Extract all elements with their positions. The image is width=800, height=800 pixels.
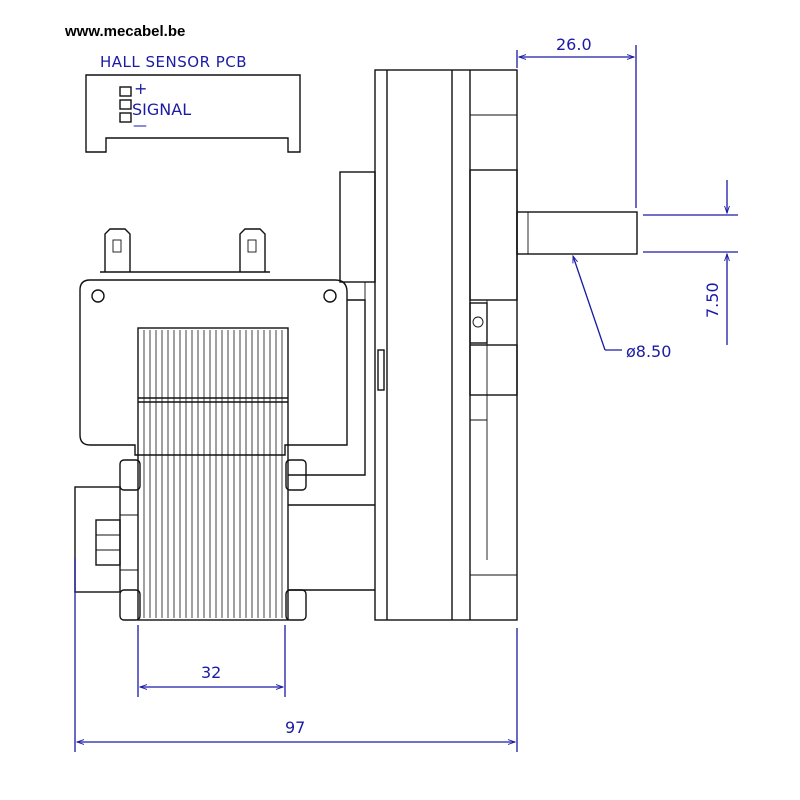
gearbox-tab (469, 344, 518, 396)
pcb-label-signal: SIGNAL (132, 100, 191, 119)
hall-pcb-outline (85, 74, 301, 153)
motor (74, 228, 375, 621)
hall-sensor-pcb: HALL SENSOR PCB + SIGNAL — (85, 53, 301, 153)
cover-hole-left (91, 289, 105, 303)
dim-flat-depth: 7.50 (643, 180, 738, 345)
gearbox (339, 69, 518, 621)
pcb-label-minus: — (133, 118, 147, 134)
dim-shaft-length-label: 26.0 (556, 35, 592, 54)
side-clamp (74, 486, 121, 593)
dim-coil-width: 32 (137, 625, 286, 697)
dim-shaft-diameter-label: ø8.50 (626, 342, 671, 361)
coil-laminations (143, 330, 283, 618)
shaft-boss (469, 169, 518, 301)
coil-stack (137, 327, 289, 621)
coil-foot-right (285, 459, 307, 491)
pcb-pin-signal (119, 99, 132, 110)
frame-bracket (288, 299, 366, 476)
pcb-label-plus: + (134, 79, 147, 98)
coil-foot-left (119, 459, 141, 491)
pcb-pin-plus (119, 86, 132, 97)
gearbox-screw (469, 302, 488, 344)
gearbox-rivet (377, 349, 385, 391)
dim-shaft-diameter: ø8.50 (572, 256, 671, 361)
terminal-right (239, 228, 266, 272)
site-url: www.mecabel.be (64, 23, 185, 40)
output-shaft (516, 211, 638, 255)
dim-overall-width-label: 97 (285, 718, 305, 737)
dim-overall-width: 97 (74, 558, 518, 752)
mount-plate (339, 171, 376, 283)
cover-hole-right (323, 289, 337, 303)
terminal-left (104, 228, 131, 272)
dim-shaft-length: 26.0 (516, 35, 637, 208)
shaft-body (516, 211, 638, 255)
dim-coil-width-label: 32 (201, 663, 221, 682)
dim-flat-depth-label: 7.50 (703, 282, 722, 318)
hex-nut (95, 519, 121, 566)
hall-sensor-title: HALL SENSOR PCB (100, 53, 247, 71)
cover-plate (79, 279, 348, 456)
pcb-pin-minus (119, 112, 132, 123)
